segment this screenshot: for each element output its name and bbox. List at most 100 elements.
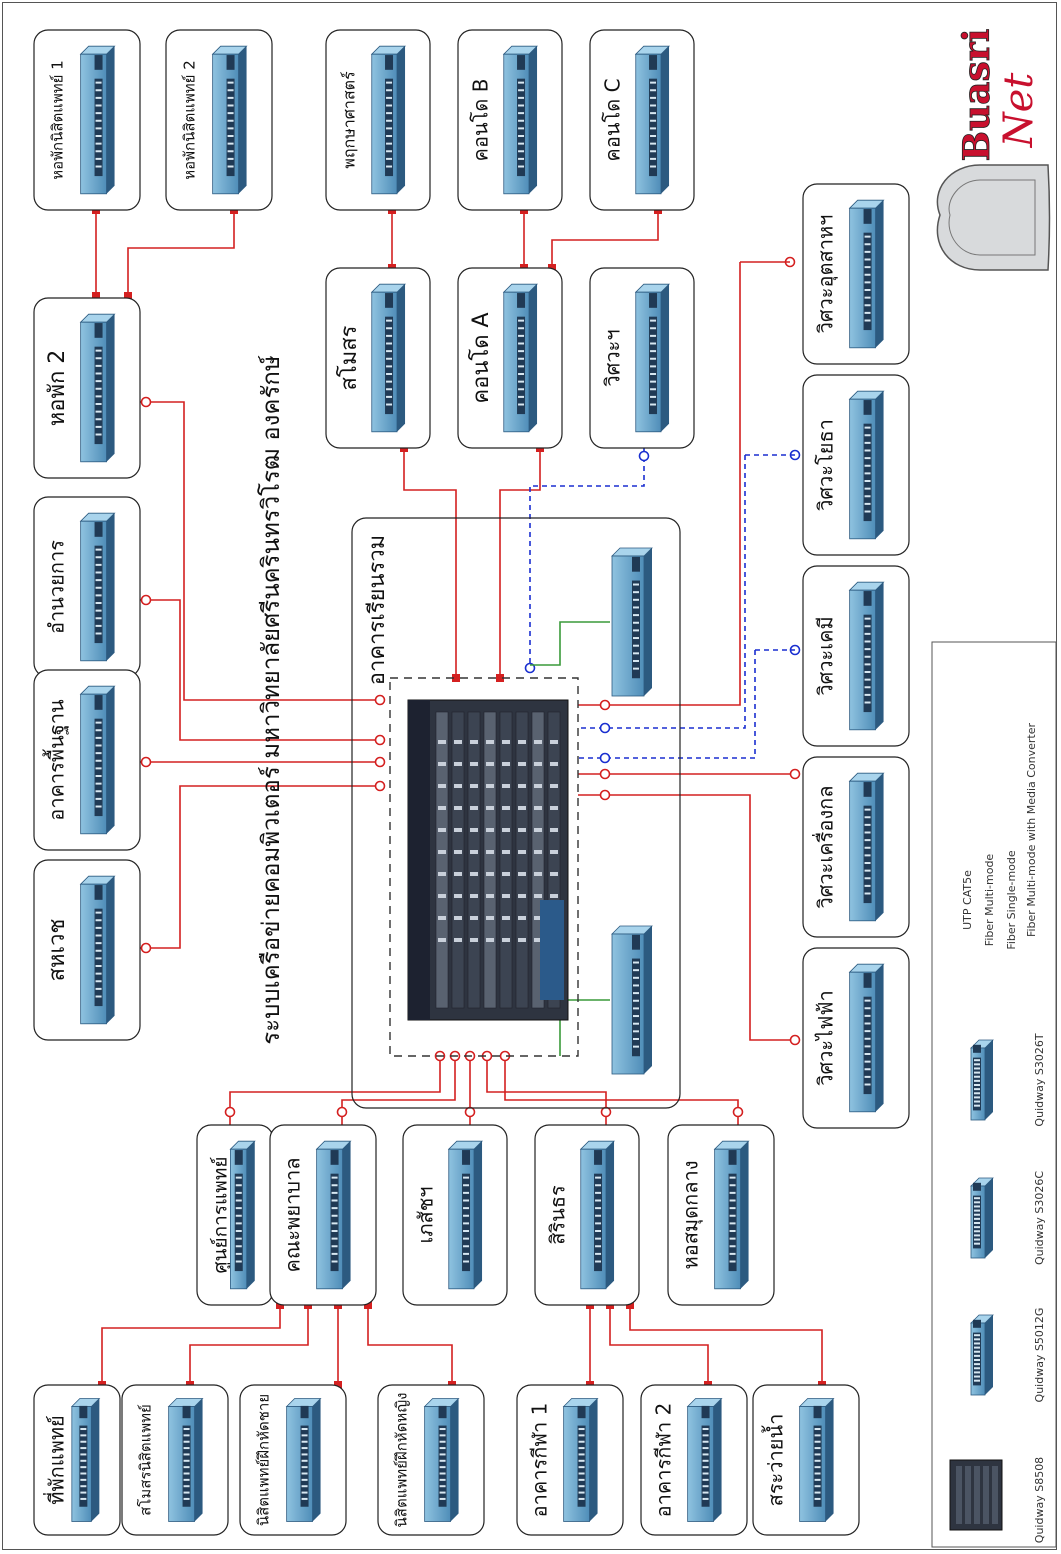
switch-port	[518, 112, 525, 115]
switch-port	[974, 1059, 980, 1062]
card-port	[454, 828, 462, 832]
switch-port	[518, 357, 525, 360]
switch-port	[864, 831, 871, 834]
switch-console	[649, 293, 658, 308]
node-sirin: สิรินธร	[534, 1124, 640, 1306]
node-switch-icon	[686, 1398, 723, 1522]
switch-port	[386, 96, 393, 99]
switch-body	[80, 520, 107, 662]
switch-port	[386, 319, 393, 322]
switch-port	[633, 969, 639, 972]
switch-side-face	[91, 1398, 100, 1522]
switch-port	[235, 1199, 242, 1202]
switch-port	[95, 949, 102, 952]
switch-port	[183, 1497, 190, 1500]
card-port	[454, 916, 462, 920]
card-port	[470, 740, 478, 744]
card-port	[470, 828, 478, 832]
card-port	[534, 828, 542, 832]
switch-port	[814, 1472, 821, 1475]
switch-port	[578, 1428, 585, 1431]
link-wisawa-core	[529, 448, 645, 665]
fiber-end-marker	[374, 756, 386, 768]
switch-console	[385, 55, 394, 70]
switch-port	[95, 104, 102, 107]
node-switch-icon	[370, 45, 407, 195]
switch-port	[814, 1440, 821, 1443]
card-port	[518, 894, 526, 898]
center-switch-top	[611, 547, 653, 697]
switch-port	[702, 1478, 709, 1481]
node-switch-icon	[285, 1398, 322, 1522]
switch-port	[518, 89, 525, 92]
switch-port	[578, 1466, 585, 1469]
switch-port	[864, 281, 871, 284]
switch-port	[578, 1440, 585, 1443]
switch-port	[463, 1191, 470, 1194]
switch-port	[864, 1053, 871, 1056]
switch-port	[729, 1191, 736, 1194]
switch-port	[95, 594, 102, 597]
switch-side-face	[875, 582, 884, 730]
switch-console	[94, 522, 103, 537]
switch-side-face	[875, 200, 884, 348]
link-wChem	[578, 650, 756, 759]
switch-port	[814, 1478, 821, 1481]
card-port	[486, 828, 494, 832]
switch-body	[635, 291, 662, 433]
switch-port	[227, 81, 234, 84]
node-samosorn: สโมสร	[325, 267, 431, 449]
switch-side-face	[985, 1040, 993, 1120]
switch-port	[864, 1075, 871, 1078]
node-label: เภสัชฯ	[414, 1186, 438, 1243]
switch-port	[227, 104, 234, 107]
switch-port	[633, 1045, 639, 1048]
switch-port	[633, 637, 639, 640]
legend-core-card	[983, 1466, 989, 1524]
switch-port	[650, 104, 657, 107]
switch-port	[331, 1252, 338, 1255]
node-label: ศูนย์การแพทย์	[210, 1157, 232, 1274]
card-port	[438, 872, 446, 876]
switch-port	[729, 1245, 736, 1248]
switch-port	[814, 1453, 821, 1456]
switch-console	[863, 782, 872, 797]
card-port	[518, 916, 526, 920]
switch-port	[386, 89, 393, 92]
switch-console	[813, 1405, 822, 1419]
switch-port	[95, 759, 102, 762]
switch-port	[439, 1485, 446, 1488]
node-switch-icon	[79, 313, 116, 463]
card-port	[518, 762, 526, 766]
node-pool: สระว่ายน้ำ	[752, 1384, 860, 1536]
switch-side-face	[644, 548, 652, 696]
switch-port	[95, 364, 102, 367]
switch-console	[577, 1405, 586, 1419]
fiber-end-marker	[140, 756, 152, 768]
node-label: วิศวะโยธา	[814, 419, 838, 511]
switch-port	[864, 235, 871, 238]
card-port	[470, 916, 478, 920]
card-port	[518, 828, 526, 832]
switch-port	[95, 767, 102, 770]
node-label: อาคารกีฬา 1	[528, 1403, 552, 1518]
card-port	[534, 938, 542, 942]
card-port	[470, 784, 478, 788]
node-basic: อาคารพื้นฐาน	[33, 669, 141, 851]
switch-port	[650, 380, 657, 383]
switch-port	[95, 624, 102, 627]
switch-port	[974, 1359, 980, 1361]
switch-port	[386, 388, 393, 391]
switch-port	[95, 729, 102, 732]
card-port	[518, 784, 526, 788]
switch-port	[227, 150, 234, 153]
switch-body	[371, 53, 398, 195]
switch-port	[95, 127, 102, 130]
switch-port	[633, 1007, 639, 1010]
switch-port	[235, 1237, 242, 1240]
switch-port	[974, 1201, 980, 1204]
switch-side-face	[713, 1398, 722, 1522]
switch-port	[864, 693, 871, 696]
switch-port	[633, 984, 639, 987]
